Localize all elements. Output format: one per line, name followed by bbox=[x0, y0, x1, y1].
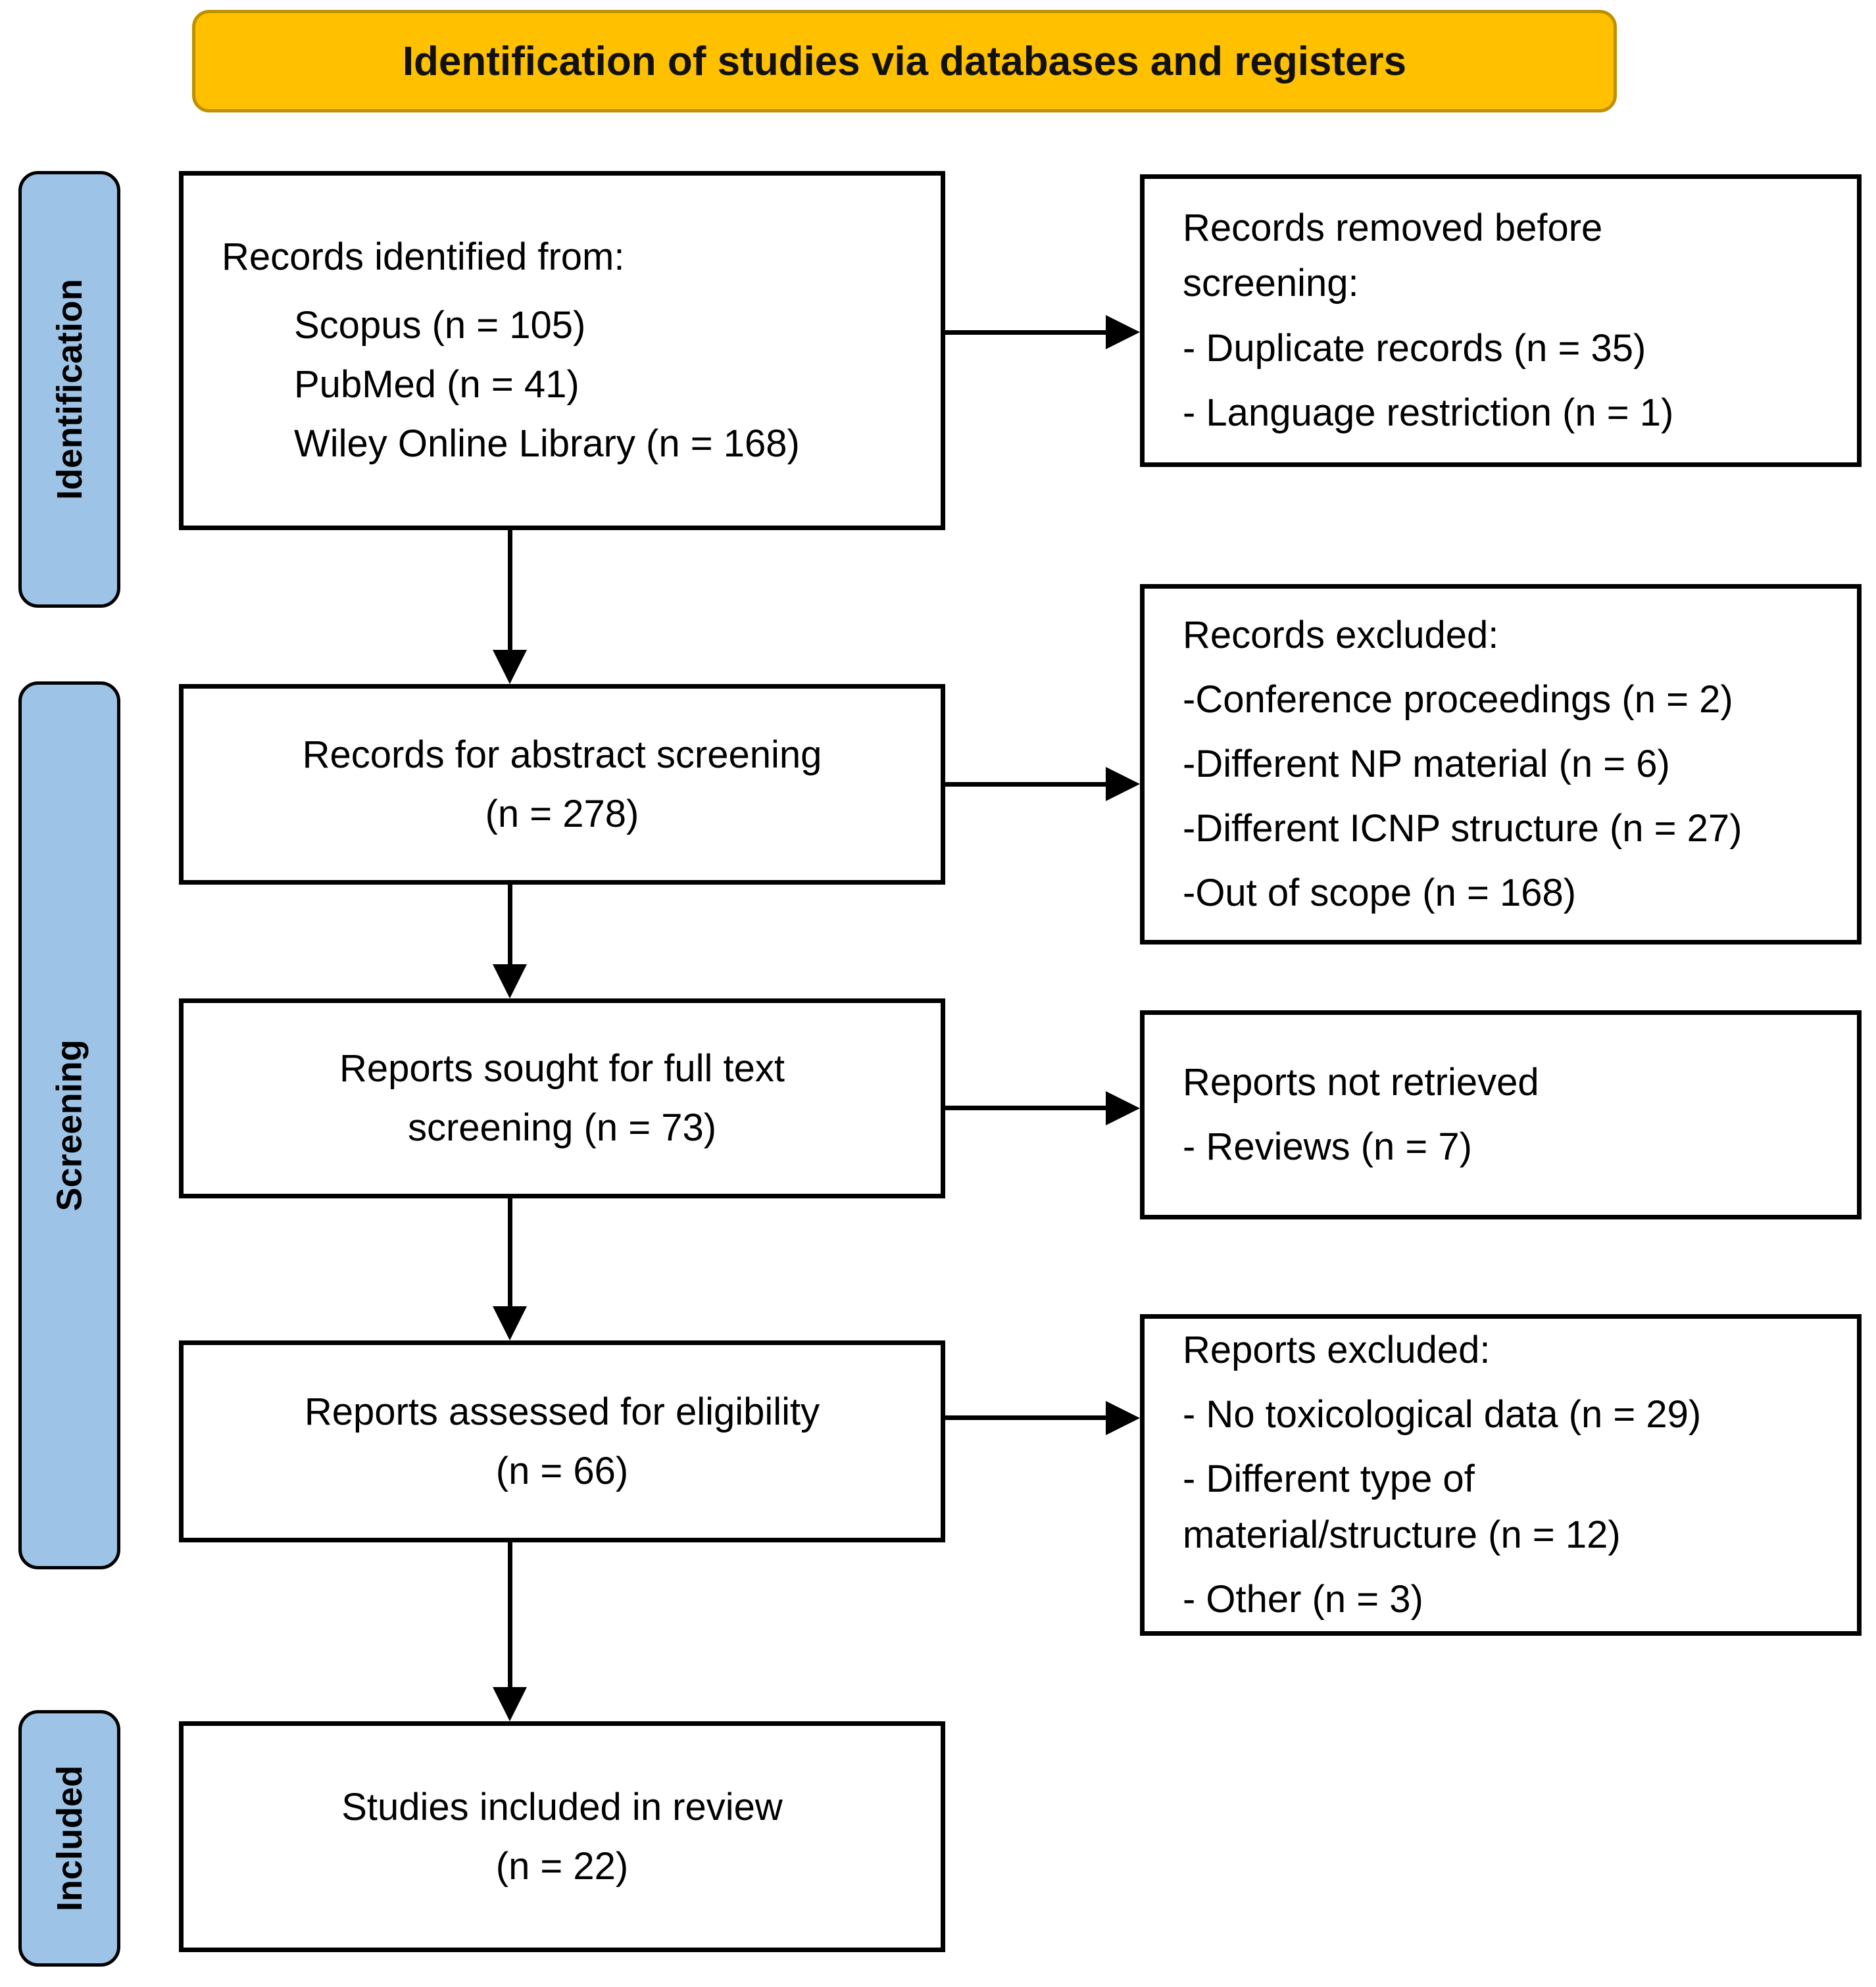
box-records-identified: Records identified from: Scopus (n = 105… bbox=[179, 171, 945, 530]
arrow-down-identified-to-abstract-line bbox=[508, 530, 512, 651]
studies-included-count: (n = 22) bbox=[495, 1844, 629, 1888]
reports-not-retrieved-title: Reports not retrieved bbox=[1183, 1060, 1539, 1104]
arrow-right-eligibility-to-excluded-line bbox=[945, 1415, 1106, 1420]
box-reports-excluded: Reports excluded: - No toxicological dat… bbox=[1140, 1314, 1862, 1636]
eligibility-count: (n = 66) bbox=[495, 1449, 629, 1492]
records-identified-source-scopus: Scopus (n = 105) bbox=[294, 304, 586, 347]
stage-included: Included bbox=[18, 1710, 120, 1967]
records-removed-item-language: - Language restriction (n = 1) bbox=[1183, 391, 1674, 434]
abstract-screening-line1: Records for abstract screening bbox=[302, 733, 822, 776]
stage-identification: Identification bbox=[18, 171, 120, 608]
stage-screening: Screening bbox=[18, 681, 120, 1569]
stage-identification-label: Identification bbox=[49, 279, 89, 500]
arrow-down-abstract-to-fulltext-line bbox=[508, 885, 512, 964]
records-identified-heading: Records identified from: bbox=[222, 235, 625, 279]
reports-excluded-item-no-tox-data: - No toxicological data (n = 29) bbox=[1183, 1393, 1702, 1436]
studies-included-line1: Studies included in review bbox=[341, 1785, 783, 1828]
arrow-down-identified-to-abstract-head bbox=[493, 650, 527, 684]
arrow-right-abstract-to-excluded-head bbox=[1106, 767, 1140, 801]
box-reports-not-retrieved: Reports not retrieved - Reviews (n = 7) bbox=[1140, 1010, 1862, 1219]
abstract-screening-count: (n = 278) bbox=[485, 792, 639, 835]
arrow-right-eligibility-to-excluded-head bbox=[1106, 1401, 1140, 1435]
records-excluded-title: Records excluded: bbox=[1183, 613, 1499, 656]
eligibility-line1: Reports assessed for eligibility bbox=[304, 1390, 820, 1433]
stage-screening-label: Screening bbox=[49, 1039, 89, 1212]
header-title: Identification of studies via databases … bbox=[402, 38, 1407, 84]
header-banner: Identification of studies via databases … bbox=[192, 10, 1617, 112]
arrow-down-fulltext-to-eligibility-line bbox=[508, 1198, 512, 1306]
arrow-right-identified-to-removed-line bbox=[945, 330, 1106, 335]
arrow-right-identified-to-removed-head bbox=[1106, 315, 1140, 349]
records-removed-item-duplicates: - Duplicate records (n = 35) bbox=[1183, 326, 1646, 370]
arrow-right-fulltext-to-not-retrieved-line bbox=[945, 1106, 1106, 1110]
reports-excluded-title: Reports excluded: bbox=[1183, 1329, 1491, 1372]
stage-included-label: Included bbox=[49, 1765, 89, 1912]
records-removed-title: Records removed before screening: bbox=[1183, 207, 1603, 305]
fulltext-screening-line2: screening (n = 73) bbox=[407, 1106, 717, 1149]
reports-excluded-item-material-structure: - Different type of material/structure (… bbox=[1183, 1458, 1621, 1556]
arrow-right-abstract-to-excluded-line bbox=[945, 782, 1106, 787]
reports-excluded-item-other: - Other (n = 3) bbox=[1183, 1577, 1423, 1621]
reports-not-retrieved-item-reviews: - Reviews (n = 7) bbox=[1183, 1125, 1472, 1168]
box-studies-included: Studies included in review (n = 22) bbox=[179, 1721, 945, 1952]
records-excluded-item-icnp-structure: -Different ICNP structure (n = 27) bbox=[1183, 807, 1742, 850]
records-identified-source-pubmed: PubMed (n = 41) bbox=[294, 363, 580, 406]
arrow-down-eligibility-to-included-head bbox=[493, 1687, 527, 1721]
box-fulltext-screening: Reports sought for full text screening (… bbox=[179, 998, 945, 1198]
arrow-down-abstract-to-fulltext-head bbox=[493, 964, 527, 998]
records-excluded-item-conference: -Conference proceedings (n = 2) bbox=[1183, 677, 1733, 721]
box-eligibility: Reports assessed for eligibility (n = 66… bbox=[179, 1340, 945, 1542]
arrow-down-fulltext-to-eligibility-head bbox=[493, 1306, 527, 1340]
arrow-right-fulltext-to-not-retrieved-head bbox=[1106, 1091, 1140, 1125]
records-identified-source-wiley: Wiley Online Library (n = 168) bbox=[294, 422, 800, 465]
fulltext-screening-line1: Reports sought for full text bbox=[339, 1047, 785, 1091]
records-excluded-item-out-of-scope: -Out of scope (n = 168) bbox=[1183, 871, 1577, 915]
records-excluded-item-np-material: -Different NP material (n = 6) bbox=[1183, 742, 1670, 785]
box-abstract-screening: Records for abstract screening (n = 278) bbox=[179, 684, 945, 885]
box-records-excluded: Records excluded: -Conference proceeding… bbox=[1140, 584, 1862, 944]
box-records-removed: Records removed before screening: - Dupl… bbox=[1140, 174, 1862, 467]
arrow-down-eligibility-to-included-line bbox=[508, 1542, 512, 1687]
